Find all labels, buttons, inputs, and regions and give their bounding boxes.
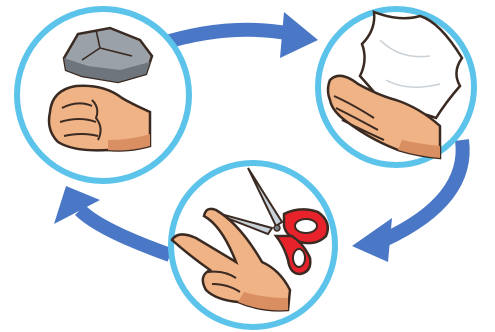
arrow-rock-to-paper [160,12,318,58]
scissors-node [171,163,335,327]
arrow-scissors-to-rock [54,186,170,255]
paper-node [318,9,474,165]
rock-node [17,9,189,181]
